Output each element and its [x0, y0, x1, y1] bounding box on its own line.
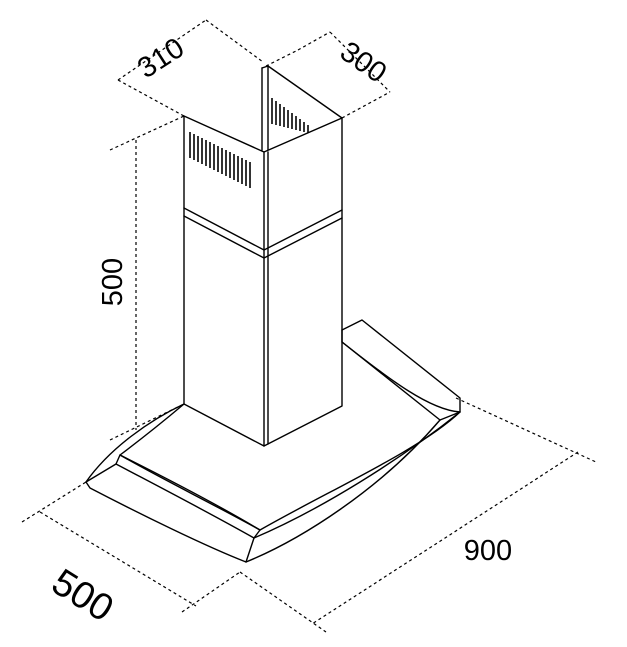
dim-300-line-b — [329, 31, 391, 93]
dim-500d-ext-right — [181, 571, 241, 613]
dim-300-label: 300 — [334, 36, 392, 90]
chimney-right-face — [263, 117, 343, 447]
dimension-500-height: 500 — [97, 115, 185, 441]
dim-500d-ext-left — [21, 481, 87, 523]
dim-500d-label: 500 — [44, 561, 120, 630]
canopy-right-sweep — [253, 411, 461, 539]
chimney-back-panel — [261, 65, 343, 119]
dimension-500-depth: 500 — [21, 481, 241, 630]
dimension-310: 310 — [117, 19, 264, 117]
dim-900-label: 900 — [464, 535, 512, 567]
canopy-top-surface — [119, 341, 461, 531]
chimney-vents-left — [189, 132, 251, 188]
dimension-300: 300 — [265, 31, 392, 119]
canopy-bottom-edge — [245, 419, 441, 563]
canopy-left-skirt — [85, 403, 185, 483]
dim-900-ext-top — [455, 397, 597, 463]
canopy-back-plate — [341, 319, 461, 421]
dim-500d-line — [39, 511, 197, 607]
canopy-front-lip — [115, 454, 261, 539]
dim-310-ext-right — [205, 19, 264, 63]
dim-300-line — [297, 31, 331, 51]
hood-chimney — [183, 65, 343, 447]
dim-500h-label: 500 — [97, 258, 129, 306]
dim-300-ext-right — [341, 91, 391, 119]
chimney-vents-right — [271, 98, 309, 133]
dim-900-line — [311, 451, 579, 625]
canopy-lower-rail — [85, 463, 255, 563]
dim-300-ext-left — [265, 49, 299, 67]
dimension-900: 900 — [239, 397, 597, 633]
dim-500h-top-ext — [109, 115, 185, 151]
dim-310-label: 310 — [132, 32, 190, 85]
chimney-joint-band-top — [183, 207, 343, 251]
dim-310-ext-left — [117, 79, 185, 117]
chimney-left-face — [183, 115, 265, 447]
dim-900-ext-bottom — [239, 571, 327, 633]
chimney-joint-band-bottom — [183, 215, 343, 259]
